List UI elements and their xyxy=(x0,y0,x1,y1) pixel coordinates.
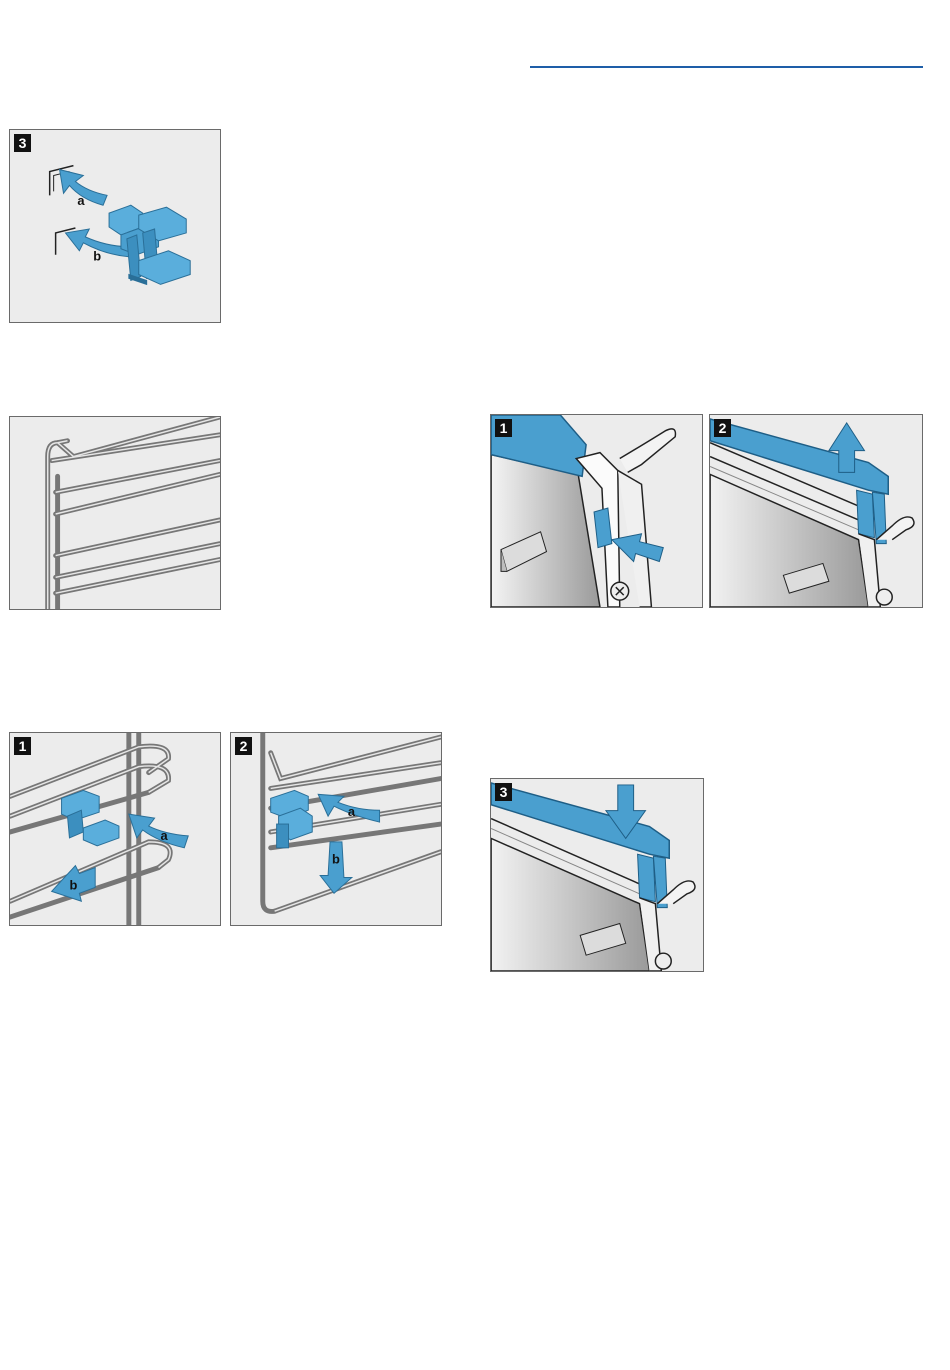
illustration-rack-clip-2: 2 a b xyxy=(230,732,442,926)
clip-insert-drawing: a b xyxy=(10,130,220,322)
rack-clip-icon xyxy=(271,790,313,847)
illustration-door-1: 1 xyxy=(490,414,703,608)
rack-clip-2-drawing: a b xyxy=(231,733,441,925)
step-badge: 2 xyxy=(714,419,731,437)
illustration-clip-insert: 3 a b xyxy=(9,129,221,323)
label-a: a xyxy=(161,828,169,843)
rack-clip-icon xyxy=(62,790,119,845)
step-badge: 1 xyxy=(14,737,31,755)
door-2-drawing xyxy=(710,415,922,607)
step-badge: 3 xyxy=(14,134,31,152)
step-badge: 2 xyxy=(235,737,252,755)
label-b: b xyxy=(69,877,77,892)
step-badge: 1 xyxy=(495,419,512,437)
door-1-drawing xyxy=(491,415,702,607)
label-a: a xyxy=(77,193,85,208)
illustration-door-3: 3 xyxy=(490,778,704,972)
shelf-rack-drawing xyxy=(10,417,220,609)
door-3-drawing xyxy=(491,779,703,971)
header-rule xyxy=(530,66,923,68)
label-b: b xyxy=(332,852,340,867)
step-badge: 3 xyxy=(495,783,512,801)
illustration-rack-clip-1: 1 a b xyxy=(9,732,221,926)
clip-part-icon xyxy=(109,205,190,284)
illustration-door-2: 2 xyxy=(709,414,923,608)
illustration-shelf-rack xyxy=(9,416,221,610)
label-b: b xyxy=(93,249,101,264)
rack-clip-1-drawing: a b xyxy=(10,733,220,925)
label-a: a xyxy=(348,804,356,819)
